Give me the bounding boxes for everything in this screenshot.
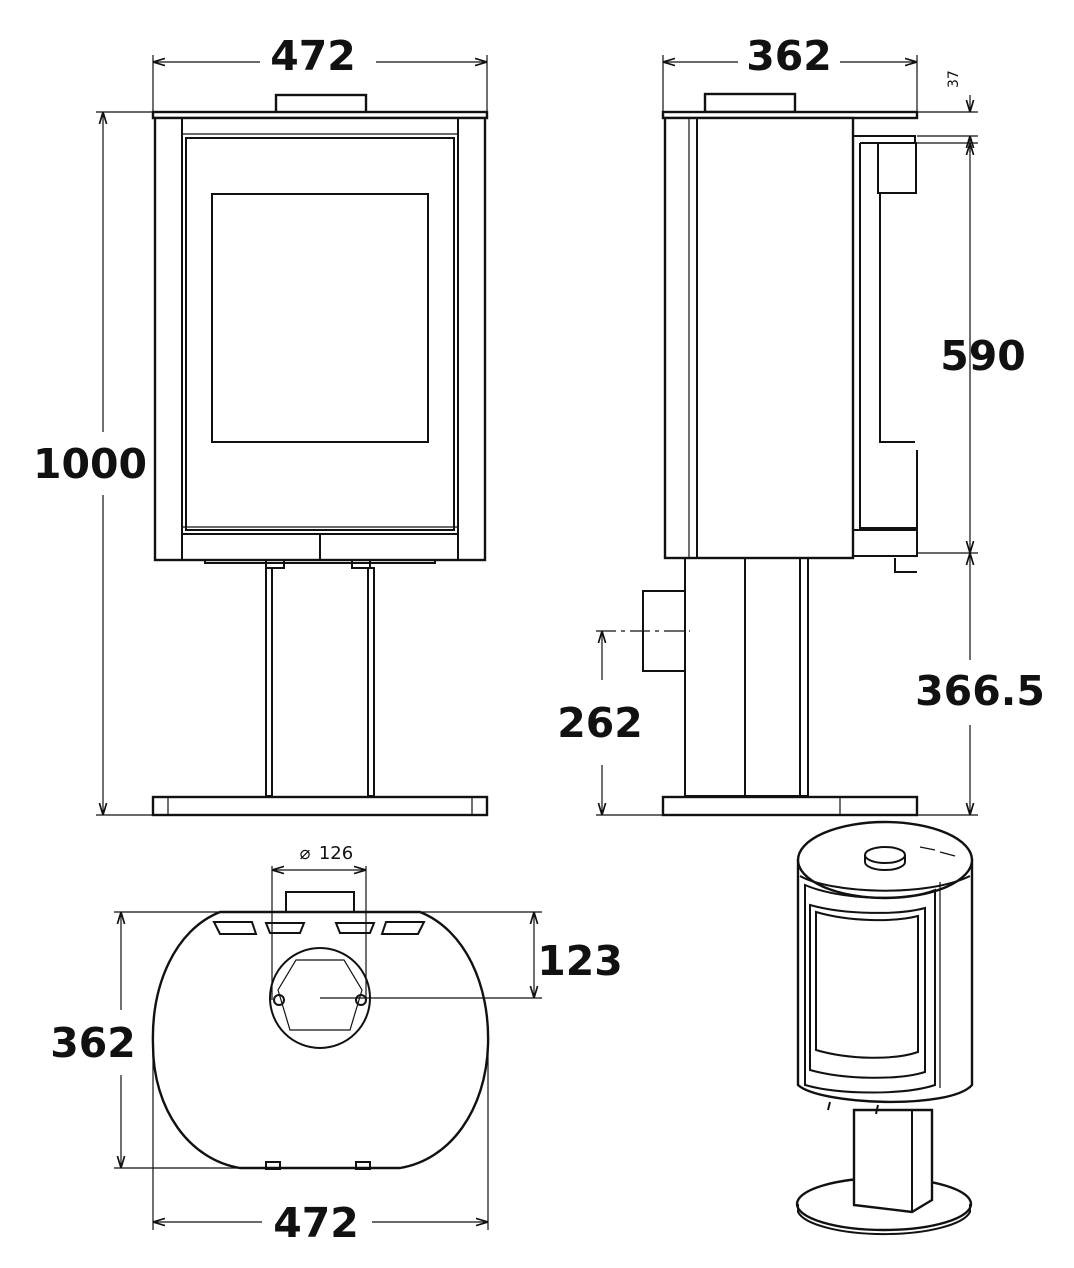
- side-outlet-label: 262: [557, 699, 643, 747]
- top-offset-label: 123: [537, 937, 623, 985]
- front-height-label: 1000: [33, 440, 147, 488]
- front-view: 472 1000: [33, 32, 489, 817]
- perspective-view: [795, 820, 974, 1236]
- side-top-label: 37: [946, 70, 962, 88]
- side-base-label: 366.5: [915, 667, 1045, 715]
- diameter-label: 126: [319, 843, 353, 864]
- top-depth-label: 362: [50, 1019, 136, 1067]
- diameter-symbol: ⌀: [300, 843, 311, 864]
- side-door-label: 590: [940, 332, 1026, 380]
- side-depth-label: 362: [746, 32, 832, 80]
- side-view: 362 37 590 366.5 262: [557, 32, 1045, 817]
- top-width-label: 472: [273, 1199, 359, 1247]
- front-width-label: 472: [270, 32, 356, 80]
- top-view: ⌀ 126 123 362 472: [50, 843, 623, 1247]
